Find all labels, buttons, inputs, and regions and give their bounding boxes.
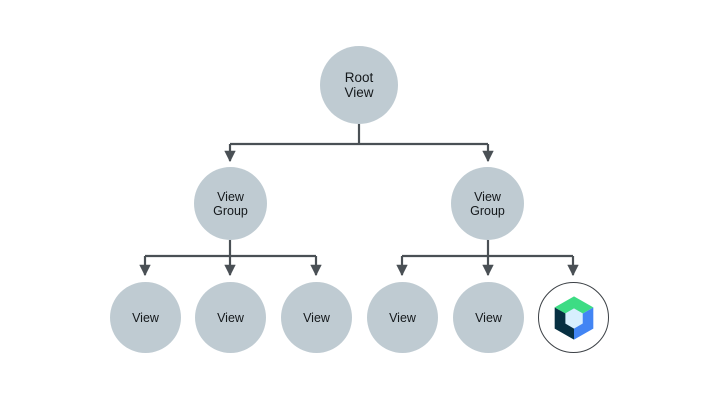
node-root-view-label: Root View [344,69,374,100]
node-view-leaf-2-label: View [217,310,244,325]
jetpack-compose-logo-icon [554,295,593,340]
node-view-leaf-2[interactable]: View [195,282,266,353]
node-view-leaf-1-label: View [132,310,159,325]
node-view-leaf-3-label: View [303,310,330,325]
node-view-leaf-3[interactable]: View [281,282,352,353]
node-view-leaf-5[interactable]: View [453,282,524,353]
node-view-group-left[interactable]: View Group [194,167,267,240]
node-view-group-right[interactable]: View Group [451,167,524,240]
node-view-leaf-1[interactable]: View [110,282,181,353]
node-root-view[interactable]: Root View [320,46,398,124]
node-view-leaf-4[interactable]: View [367,282,438,353]
node-view-group-right-label: View Group [470,189,505,218]
node-compose-leaf[interactable] [538,282,609,353]
node-view-leaf-4-label: View [389,310,416,325]
node-view-leaf-5-label: View [475,310,502,325]
node-view-group-left-label: View Group [213,189,248,218]
